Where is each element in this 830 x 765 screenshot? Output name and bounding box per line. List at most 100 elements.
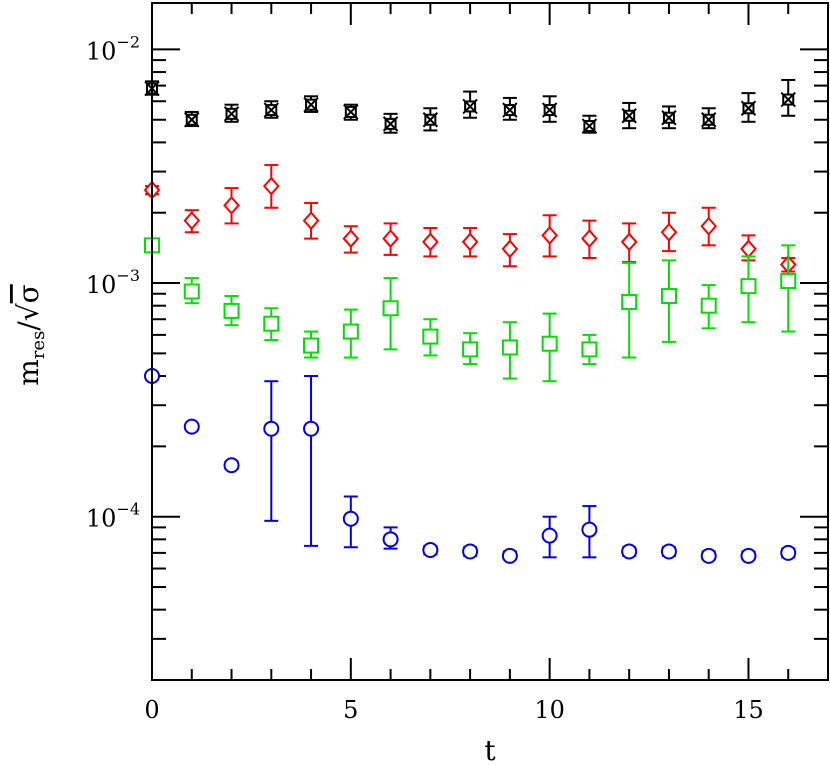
series-layer (143, 78, 797, 564)
square-marker (700, 297, 717, 314)
data-point (502, 96, 518, 121)
data-point (343, 103, 359, 121)
star-diagonal (343, 104, 359, 120)
data-point (462, 543, 479, 560)
data-point (382, 526, 399, 550)
data-point (541, 312, 558, 383)
x-tick-label: 0 (144, 696, 159, 724)
y-tick-label: 10−4 (86, 500, 140, 533)
y-tick-mantissa: 10 (86, 37, 117, 65)
square-marker (183, 283, 200, 300)
data-point (780, 244, 797, 333)
data-point (263, 307, 280, 342)
star-diagonal (422, 112, 439, 128)
data-point (382, 277, 399, 351)
star-diagonal (223, 106, 240, 122)
square-marker (501, 339, 518, 356)
square-marker (660, 288, 677, 305)
data-point (621, 261, 638, 359)
data-point (541, 214, 558, 258)
x-tick-label: 10 (534, 696, 565, 724)
y-label-subscript: res (28, 331, 49, 360)
x-tick-label: 15 (733, 696, 764, 724)
x-axis-label: t (484, 734, 496, 765)
star-diagonal (780, 91, 796, 108)
circle-marker (462, 543, 479, 560)
data-point (581, 219, 598, 260)
data-point (422, 318, 439, 357)
data-point (223, 295, 240, 327)
data-point (740, 547, 757, 564)
diamond-marker (183, 211, 201, 231)
data-point (342, 308, 359, 359)
star-diagonal (740, 100, 757, 116)
diamond-marker (461, 232, 479, 252)
data-point (183, 277, 200, 305)
star-diagonal (661, 110, 677, 126)
star-diagonal (541, 102, 558, 118)
plot-frame (151, 2, 829, 681)
star-diagonal (303, 96, 319, 113)
data-point (621, 543, 638, 560)
square-marker (462, 341, 479, 358)
data-point (263, 100, 280, 119)
y-tick-exponent: −2 (116, 32, 140, 51)
svg-text:mres/√σ: mres/√σ (12, 284, 49, 385)
data-point (462, 90, 478, 119)
circle-marker (700, 547, 717, 564)
circle-marker (263, 420, 280, 437)
ticks-layer (151, 3, 829, 681)
data-point (303, 95, 319, 113)
square-marker (780, 273, 797, 290)
star-diagonal (700, 112, 717, 128)
diamond-marker (342, 229, 360, 249)
data-point (740, 92, 757, 123)
data-point (422, 542, 439, 559)
data-point (541, 95, 558, 123)
data-point (581, 114, 598, 134)
square-marker (382, 300, 399, 317)
series-2 (144, 237, 797, 383)
data-point (223, 187, 240, 225)
data-point (184, 110, 200, 128)
y-label-base: m (12, 359, 45, 386)
circle-marker (581, 521, 598, 538)
data-point (422, 227, 439, 258)
star-diagonal (263, 102, 280, 118)
square-marker (223, 302, 240, 319)
data-point (541, 515, 558, 559)
series-3 (144, 368, 797, 564)
data-point (700, 547, 717, 564)
data-point (382, 222, 399, 256)
data-point (660, 543, 677, 560)
data-point (342, 225, 360, 254)
square-marker (263, 315, 280, 332)
y-tick-exponent: −3 (116, 266, 140, 285)
diamond-marker (382, 229, 399, 249)
data-point (422, 107, 439, 132)
star-diagonal (502, 102, 518, 118)
y-tick-mantissa: 10 (86, 271, 117, 299)
series-0 (144, 78, 796, 134)
data-point (740, 255, 757, 324)
data-point (621, 101, 637, 130)
data-point (700, 284, 717, 330)
diamond-marker (620, 232, 638, 252)
data-point (262, 164, 280, 209)
x-tick-label: 5 (343, 696, 358, 724)
y-tick-label: 10−2 (86, 32, 140, 65)
circle-marker (303, 420, 320, 437)
star-diagonal (621, 108, 637, 124)
circle-marker (740, 547, 757, 564)
y-tick-label: 10−3 (86, 266, 140, 299)
data-point (223, 457, 240, 474)
square-marker (422, 328, 439, 345)
circle-marker (780, 544, 797, 561)
square-marker (303, 337, 320, 354)
circle-marker (621, 543, 638, 560)
square-marker (342, 323, 359, 340)
diamond-marker (422, 232, 439, 252)
data-point (700, 206, 718, 247)
diamond-marker (262, 176, 280, 196)
